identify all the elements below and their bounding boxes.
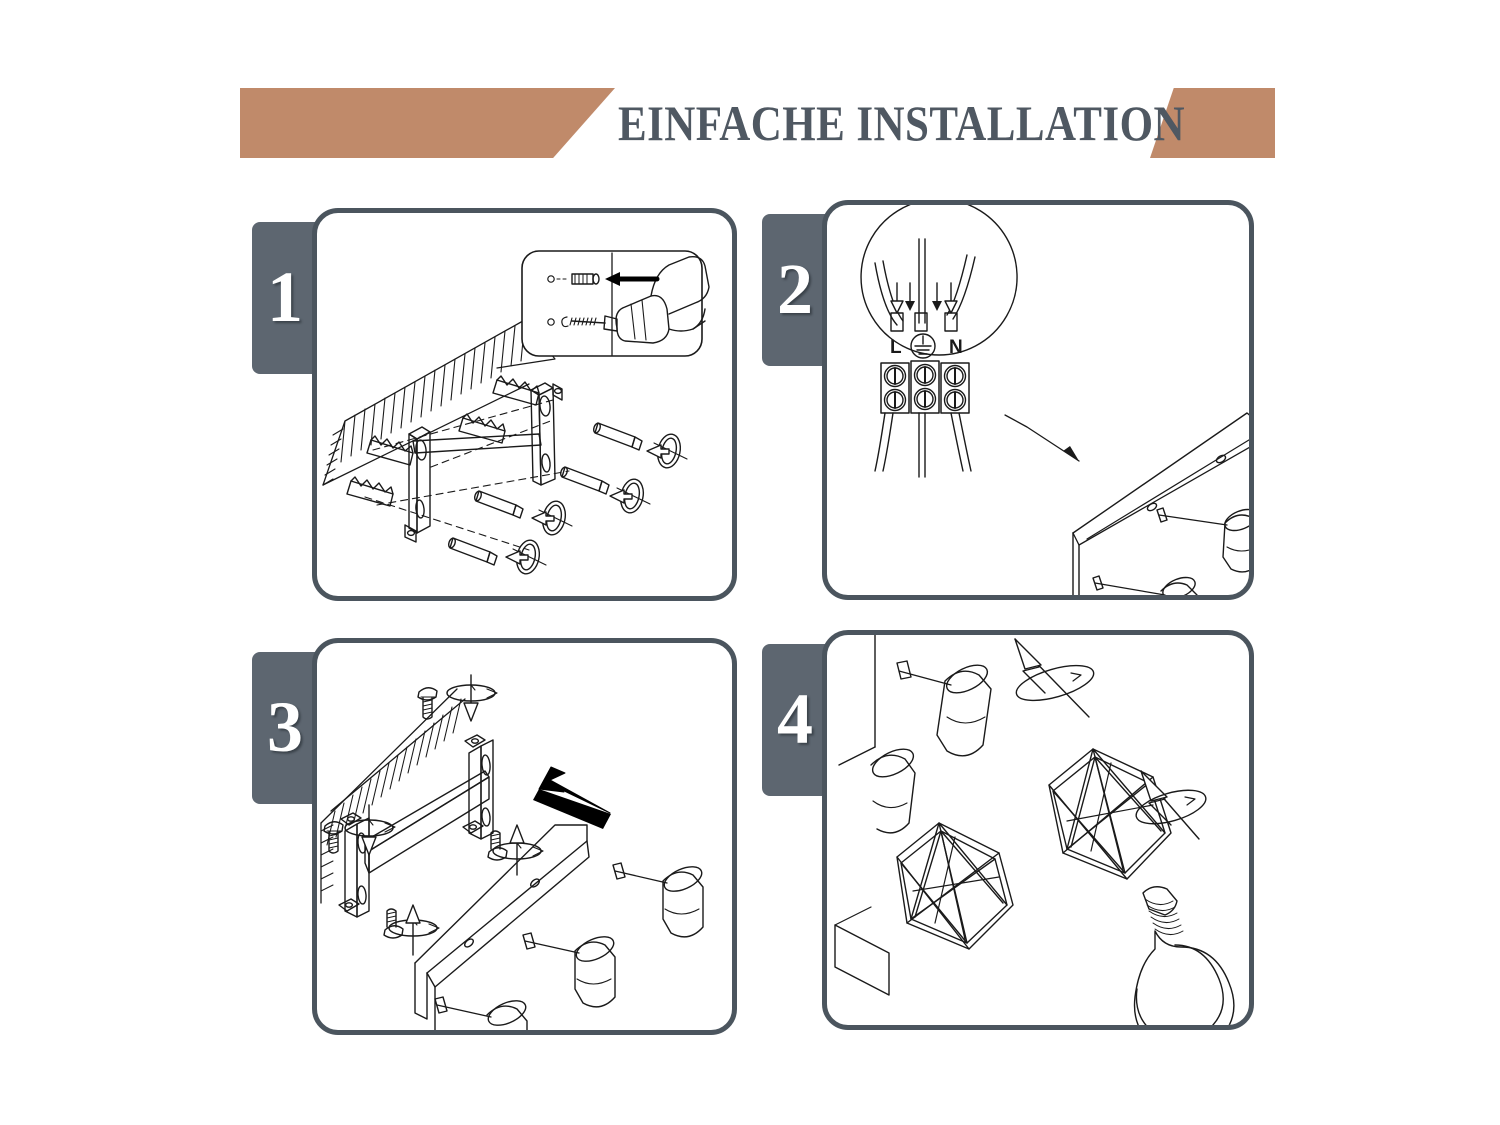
wall-plug-insert-icon [547, 273, 600, 285]
rotation-arrow-icon [1014, 638, 1207, 840]
step-number-label-2: 2 [777, 249, 813, 329]
fixture-base-icon [1072, 412, 1249, 595]
step-panel-frame-4 [822, 630, 1254, 1030]
banner-right-shape [1150, 88, 1275, 158]
spot-head-icon [1092, 507, 1249, 595]
black-arrow-icon [533, 766, 611, 829]
wall-hatching-icon [320, 688, 466, 904]
wire-icon [874, 238, 976, 478]
terminal-label-neutral: N [949, 337, 963, 358]
earth-symbol-icon [910, 333, 936, 359]
insert-arrow-icon [505, 444, 670, 565]
banner-left-shape [240, 88, 615, 158]
washer-icon [344, 684, 542, 937]
down-arrow-icon [890, 282, 958, 314]
fixture-base-icon [834, 635, 890, 996]
wall-plug-icon [346, 375, 540, 507]
step-panel-frame-3 [312, 638, 737, 1035]
pan-head-screw-icon [323, 687, 508, 939]
wire-tip-icon [890, 312, 958, 332]
step-number-label-1: 1 [267, 257, 303, 337]
spot-head-icon [434, 862, 704, 1030]
cage-shade-icon [1048, 748, 1172, 880]
wall-hatching-icon [322, 316, 531, 486]
magnifier-callout-icon [860, 205, 1080, 462]
step-number-tab-2: 2 [762, 214, 840, 366]
header-banner: EINFACHE INSTALLATION [0, 88, 1500, 158]
step-1-illustration [322, 250, 710, 575]
drill-bit-icon [547, 316, 606, 328]
light-bulb-icon [1133, 886, 1235, 1025]
alignment-guide-icon [364, 399, 570, 551]
mounting-bracket-icon [338, 734, 494, 918]
step-number-label-3: 3 [267, 687, 303, 767]
step-panel-frame-2: L N [822, 200, 1254, 600]
power-drill-icon [603, 256, 710, 344]
page-title: EINFACHE INSTALLATION [618, 95, 1185, 151]
spot-head-icon [870, 660, 992, 834]
fixture-base-icon [414, 824, 590, 1030]
inset-detail-panel [521, 250, 710, 357]
step-4-illustration [834, 635, 1235, 1025]
step-panel-frame-1 [312, 208, 737, 601]
step-2-illustration: L N [860, 205, 1249, 595]
cage-shade-icon [896, 822, 1014, 950]
step-3-illustration [320, 674, 704, 1030]
step-number-label-4: 4 [777, 679, 813, 759]
terminal-block-icon [880, 360, 970, 414]
mounting-bracket-icon [404, 382, 563, 543]
screw-icon [448, 422, 643, 566]
washer-icon [512, 433, 688, 575]
rotation-arrow-icon [361, 674, 544, 956]
terminal-label-live: L [890, 337, 902, 358]
